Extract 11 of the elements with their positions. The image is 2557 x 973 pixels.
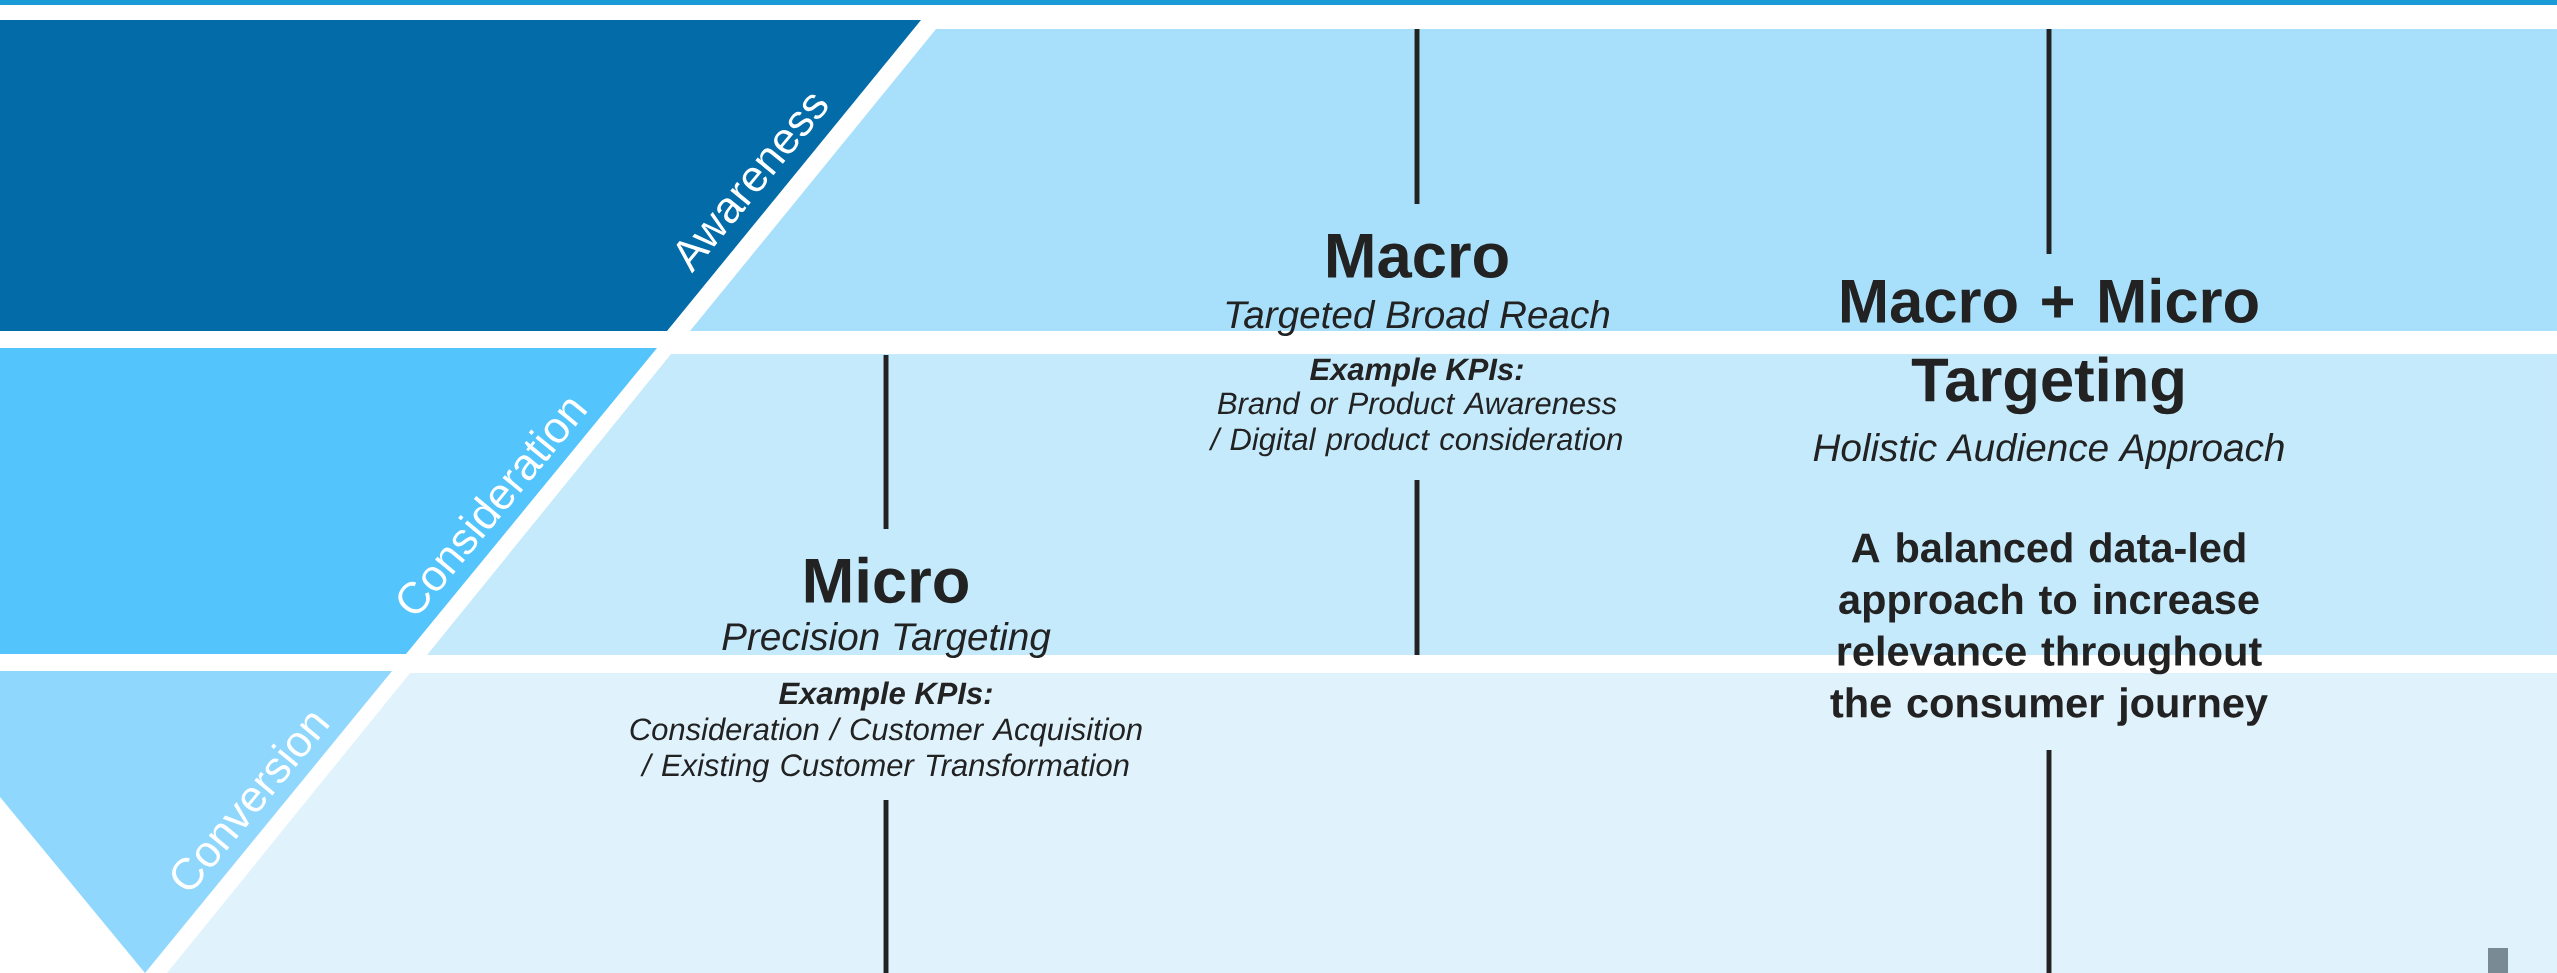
heading: Micro — [805, 556, 968, 604]
subheading: Holistic Audience Approach — [1813, 433, 2284, 469]
kpi-heading: Example KPIs: — [1310, 357, 1523, 387]
kpi-heading: Example KPIs: — [779, 681, 992, 711]
description: A balanced data-led approach to increase relevance throughout the consumer journey — [1830, 532, 2268, 726]
subheading: Targeted Broad Reach — [1226, 300, 1610, 336]
heading: Macro — [1328, 233, 1508, 279]
kpi-text: Brand or Product Awareness / Digital product consideration — [1208, 391, 1622, 457]
subheading: Precision Targeting — [722, 622, 1051, 658]
heading: Macro + Micro Targeting — [1842, 277, 2258, 415]
kpi-text: Consideration / Customer Acquisition / Existing Customer Transformation — [630, 717, 1142, 783]
